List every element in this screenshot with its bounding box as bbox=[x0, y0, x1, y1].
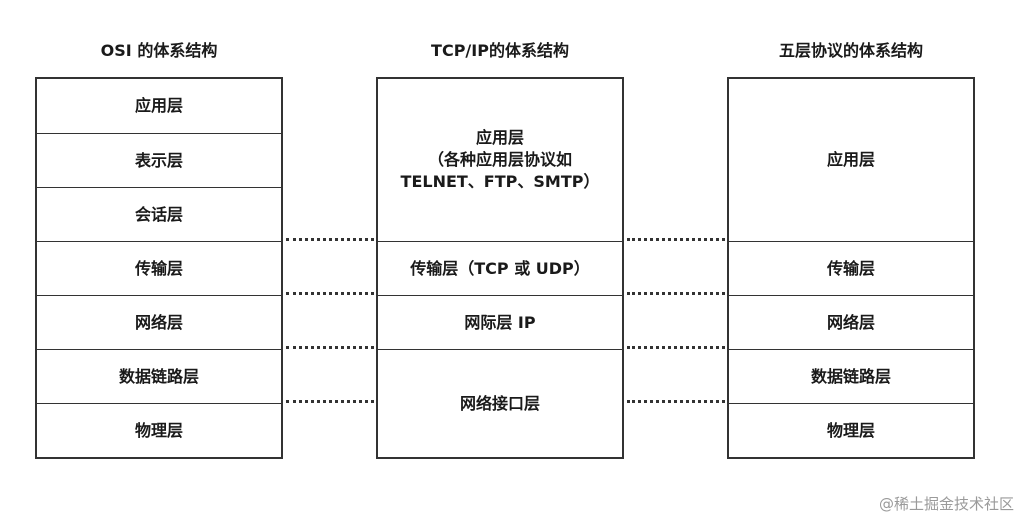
five-layer-application: 应用层 bbox=[826, 150, 875, 169]
five-layer-network: 网络层 bbox=[729, 295, 973, 349]
dotted-connector bbox=[627, 238, 725, 241]
tcpip-layer-application: 应用层 （各种应用层协议如 TELNET、FTP、SMTP） bbox=[400, 128, 600, 191]
five-layer-transport: 传输层 bbox=[729, 241, 973, 295]
five-layer-stack: 应用层 传输层 网络层 数据链路层 物理层 bbox=[727, 77, 975, 459]
dotted-connector bbox=[627, 292, 725, 295]
osi-layer-physical: 物理层 bbox=[37, 403, 281, 457]
dotted-connector bbox=[627, 400, 725, 403]
osi-layer-session: 会话层 bbox=[37, 187, 281, 241]
tcpip-layer-transport: 传输层（TCP 或 UDP） bbox=[378, 241, 622, 295]
tcpip-title: TCP/IP的体系结构 bbox=[431, 41, 569, 60]
tcpip-layer-internet: 网际层 IP bbox=[378, 295, 622, 349]
osi-layer-network: 网络层 bbox=[37, 295, 281, 349]
osi-layer-presentation: 表示层 bbox=[37, 133, 281, 187]
watermark: @稀土掘金技术社区 bbox=[878, 495, 1014, 513]
tcpip-stack: 应用层 （各种应用层协议如 TELNET、FTP、SMTP） 传输层（TCP 或… bbox=[376, 77, 624, 459]
osi-title: OSI 的体系结构 bbox=[100, 41, 218, 60]
osi-stack: 应用层 表示层 会话层 传输层 网络层 数据链路层 物理层 bbox=[35, 77, 283, 459]
dotted-connector bbox=[286, 400, 374, 403]
dotted-connector bbox=[286, 238, 374, 241]
osi-layer-transport: 传输层 bbox=[37, 241, 281, 295]
osi-layer-application: 应用层 bbox=[134, 96, 183, 115]
five-layer-data-link: 数据链路层 bbox=[729, 349, 973, 403]
dotted-connector bbox=[286, 346, 374, 349]
five-layer-physical: 物理层 bbox=[729, 403, 973, 457]
dotted-connector bbox=[627, 346, 725, 349]
osi-layer-data-link: 数据链路层 bbox=[37, 349, 281, 403]
five-layer-title: 五层协议的体系结构 bbox=[778, 41, 923, 60]
dotted-connector bbox=[286, 292, 374, 295]
tcpip-layer-network-interface: 网络接口层 bbox=[378, 349, 622, 457]
